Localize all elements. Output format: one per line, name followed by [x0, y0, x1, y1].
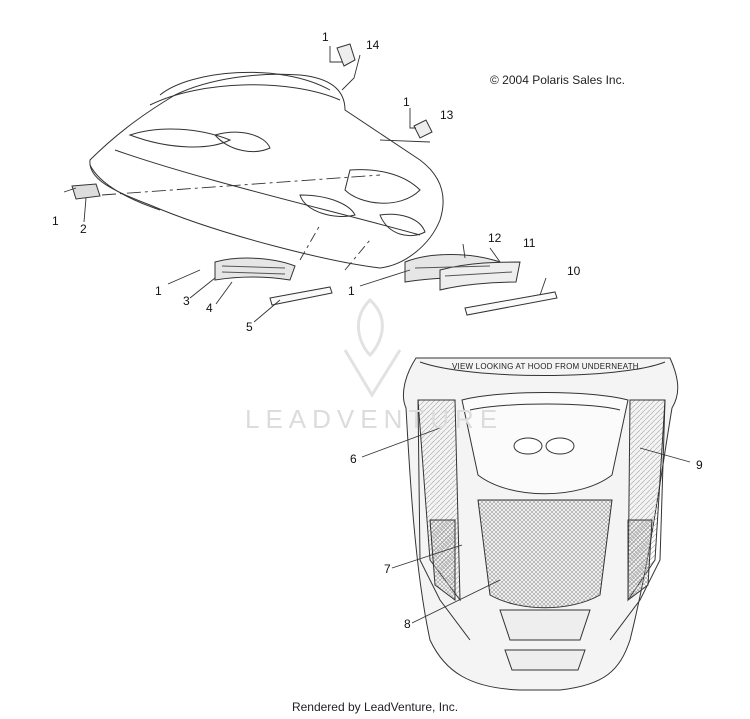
part-11-12-vent-icon	[404, 254, 521, 291]
hood-underside-view	[402, 357, 679, 691]
callout-1: 1	[155, 284, 162, 298]
underside-view-title: VIEW LOOKING AT HOOD FROM UNDERNEATH	[452, 362, 639, 371]
callout-12: 12	[488, 231, 502, 245]
part-3-4-vent-icon	[214, 257, 296, 281]
footer-credit: Rendered by LeadVenture, Inc.	[291, 700, 459, 714]
callout-2: 2	[80, 222, 87, 236]
underside-leader-lines	[361, 427, 691, 624]
callout-1: 1	[403, 95, 410, 109]
watermark-text: LEADVENTURE	[245, 404, 504, 434]
callout-11: 11	[523, 236, 536, 250]
part-10-decal-icon	[464, 291, 558, 316]
part-13-clip-icon	[413, 119, 433, 139]
watermark-logo-icon	[343, 297, 402, 398]
callout-4: 4	[206, 301, 213, 315]
part-14-clip-icon	[336, 43, 356, 67]
part-2-vent-icon	[71, 183, 101, 200]
part-5-decal-icon	[269, 286, 333, 306]
callout-8: 8	[404, 617, 411, 631]
callout-3: 3	[183, 294, 190, 308]
callout-9: 9	[696, 458, 703, 472]
callout-1: 1	[348, 284, 355, 298]
leader-lines	[63, 46, 547, 323]
callout-5: 5	[246, 320, 253, 334]
callout-1: 1	[52, 214, 59, 228]
callout-7: 7	[384, 562, 391, 576]
hood-side-view	[89, 71, 444, 269]
callout-1: 1	[322, 30, 329, 44]
copyright-text: © 2004 Polaris Sales Inc.	[490, 73, 625, 87]
callout-14: 14	[366, 38, 380, 52]
callout-13: 13	[440, 108, 454, 122]
callout-6: 6	[350, 452, 357, 466]
callout-10: 10	[567, 264, 581, 278]
